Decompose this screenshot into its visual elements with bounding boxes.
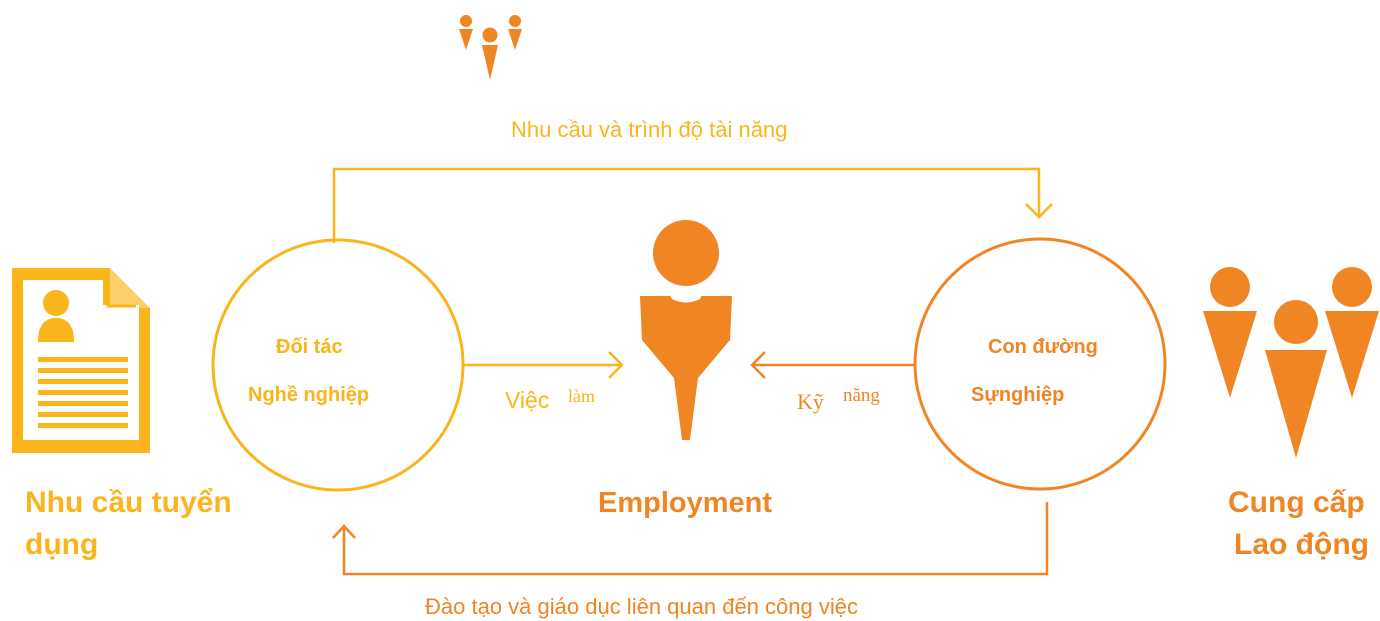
left-arrow-label-word-2: làm xyxy=(568,386,595,406)
group-people-icon xyxy=(459,15,522,80)
right-circle xyxy=(913,237,1167,491)
right-arrow-label-word-2: năng xyxy=(843,385,880,406)
left-title-line-1: Nhu cầu tuyển xyxy=(25,486,232,519)
right-title-line-2: Lao động xyxy=(1234,528,1369,561)
left-circle-label-2: Nghề nghiệp xyxy=(248,384,370,406)
resume-document-icon xyxy=(12,268,150,453)
left-title-line-2: dụng xyxy=(25,528,99,561)
top-flow-connector xyxy=(332,167,1053,243)
bottom-flow-label: Đào tạo và giáo dục liên quan đến công v… xyxy=(425,594,858,619)
left-circle xyxy=(211,238,465,492)
right-circle-label-1: Con đường xyxy=(988,336,1098,358)
people-group-icon xyxy=(1203,267,1379,458)
top-flow-label: Nhu cầu và trình độ tài năng xyxy=(511,117,788,142)
left-arrow-label-word-1: Việc xyxy=(505,387,550,413)
center-title: Employment xyxy=(598,487,773,519)
right-to-center-arrow xyxy=(750,351,915,379)
bottom-flow-connector xyxy=(332,502,1049,576)
left-to-center-arrow xyxy=(462,351,624,379)
left-circle-label-1: Đối tác xyxy=(276,336,343,358)
right-circle-label-2: Sựnghiệp xyxy=(971,384,1065,406)
right-arrow-label-word-1: Kỹ xyxy=(797,389,824,414)
person-icon xyxy=(640,220,732,440)
right-title-line-1: Cung cấp xyxy=(1228,486,1365,519)
